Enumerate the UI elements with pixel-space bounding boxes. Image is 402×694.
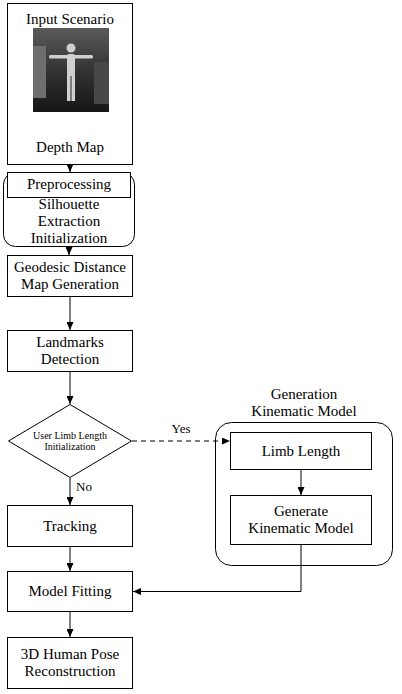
process-box: Limb Length	[230, 432, 372, 470]
node-sublabel: Depth Map	[8, 134, 132, 160]
group-outline	[216, 423, 393, 566]
node-label: User Limb Length Initialization	[8, 404, 132, 478]
flow-arrow	[133, 545, 301, 592]
node-label: Input Scenario	[8, 8, 132, 30]
process-box: Geodesic Distance Map Generation	[7, 255, 133, 297]
edge-label: No	[76, 479, 92, 495]
node-label: Generate Kinematic Model	[231, 496, 371, 544]
node-label: 3D Human Pose Reconstruction	[8, 638, 132, 688]
node-sublabel: Silhouette Extraction Initialization	[3, 198, 135, 245]
preprocessing-box: PreprocessingSilhouette Extraction Initi…	[3, 172, 135, 247]
process-box: Generate Kinematic Model	[230, 495, 372, 545]
flow-arrow	[70, 165, 71, 172]
human-figure	[49, 44, 93, 102]
node-label: Generation Kinematic Model	[215, 386, 393, 420]
depth-object	[94, 62, 109, 104]
node-label: Geodesic Distance Map Generation	[8, 256, 132, 296]
edge-label: Yes	[172, 421, 191, 437]
node-label: Model Fitting	[8, 572, 132, 611]
node-label: Landmarks Detection	[8, 331, 132, 371]
process-box: 3D Human Pose Reconstruction	[7, 637, 133, 689]
flow-arrow	[70, 297, 71, 330]
flow-arrow	[70, 372, 71, 404]
node-label: Limb Length	[231, 433, 371, 469]
depth-background	[33, 28, 109, 112]
depth-map-image	[33, 28, 109, 112]
flow-arrow	[70, 612, 71, 637]
group-box: Generation Kinematic ModelLimb LengthGen…	[215, 422, 393, 566]
flow-arrow	[301, 470, 302, 495]
process-box: Model Fitting	[7, 571, 133, 612]
diamond-shape	[9, 405, 132, 478]
decision-diamond: User Limb Length Initialization	[8, 404, 132, 478]
node-label: Tracking	[8, 506, 132, 546]
flow-arrow	[70, 478, 71, 505]
depth-object	[33, 46, 46, 98]
process-box: Landmarks Detection	[7, 330, 133, 372]
node-label: Preprocessing	[3, 172, 135, 197]
flow-arrow	[70, 547, 71, 571]
process-box: Tracking	[7, 505, 133, 547]
rounded-body	[4, 173, 135, 247]
flow-arrow	[69, 247, 70, 255]
